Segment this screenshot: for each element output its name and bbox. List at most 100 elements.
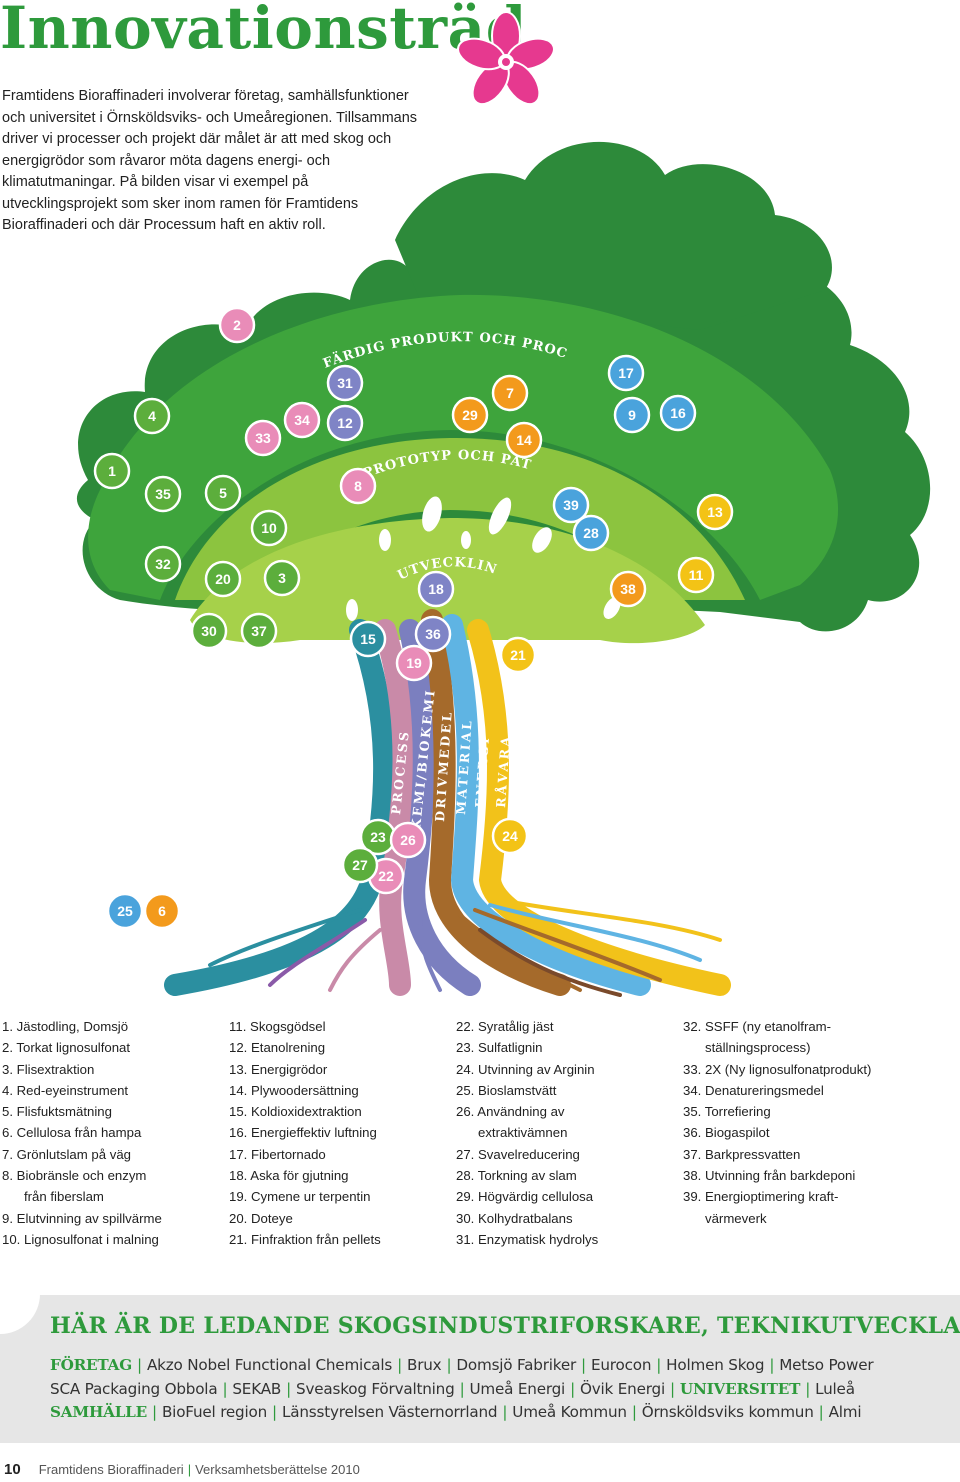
legend-item: 19. Cymene ur terpentin xyxy=(229,1189,371,1205)
bubble-circle xyxy=(389,821,427,859)
bubble-circle xyxy=(133,397,171,435)
legend-item: extraktivämnen xyxy=(478,1125,568,1141)
partner-separator: | xyxy=(656,1356,662,1374)
legend-item: 28. Torkning av slam xyxy=(456,1168,577,1184)
bubble-circle xyxy=(659,394,697,432)
bubble-circle xyxy=(190,612,228,650)
bubble-circle xyxy=(451,396,489,434)
bubble-circle xyxy=(204,474,242,512)
partners-band xyxy=(0,1294,960,1443)
partner-name: Metso Power xyxy=(779,1356,874,1374)
project-bubble: 26 xyxy=(389,821,427,859)
partner-name: Umeå Kommun xyxy=(512,1403,627,1421)
legend-item: 13. Energigrödor xyxy=(229,1061,328,1077)
partner-name: Sveaskog Förvaltning xyxy=(296,1380,455,1398)
bubble-circle xyxy=(244,419,282,457)
legend-item: 5. Flisfuktsmätning xyxy=(2,1104,112,1120)
legend-item: 17. Fibertornado xyxy=(229,1146,326,1162)
project-bubble: 3 xyxy=(263,559,301,597)
bubble-number: 8 xyxy=(354,478,362,494)
footer-publisher: Framtidens Bioraffinaderi xyxy=(38,1462,184,1477)
bubble-number: 18 xyxy=(428,581,444,597)
legend-item: 27. Svavelreducering xyxy=(456,1146,580,1162)
project-bubble: 12 xyxy=(326,404,364,442)
partner-category: SAMHÄLLE xyxy=(50,1403,148,1421)
legend-item: 39. Energioptimering kraft- xyxy=(683,1189,839,1205)
bubble-number: 17 xyxy=(618,365,634,381)
partner-separator: | xyxy=(818,1403,824,1421)
bubble-number: 7 xyxy=(506,385,514,401)
project-bubble: 23 xyxy=(359,818,397,856)
footer-separator: | xyxy=(187,1462,192,1477)
partner-separator: | xyxy=(805,1380,811,1398)
legend-item: 33. 2X (Ny lignosulfonatprodukt) xyxy=(683,1061,872,1077)
bubble-number: 1 xyxy=(108,463,116,479)
legend-item: från fiberslam xyxy=(24,1189,104,1205)
project-bubble: 17 xyxy=(607,354,645,392)
bubble-number: 11 xyxy=(689,567,704,583)
partner-name: SCA Packaging Obbola xyxy=(50,1380,218,1398)
legend-item: ställningsprocess) xyxy=(705,1040,811,1056)
legend-item: 21. Finfraktion från pellets xyxy=(229,1231,381,1247)
project-bubble: 37 xyxy=(240,612,278,650)
legend-item: 8. Biobränsle och enzym xyxy=(2,1168,147,1184)
partners-line: SAMHÄLLE|BioFuel region|Länsstyrelsen Vä… xyxy=(50,1403,862,1421)
project-bubble: 1 xyxy=(93,452,131,490)
legend-item: 7. Grönlutslam på väg xyxy=(2,1146,132,1162)
legend-item: 23. Sulfatlignin xyxy=(456,1040,543,1056)
project-bubble: 30 xyxy=(190,612,228,650)
bubble-circle xyxy=(326,364,364,402)
roots xyxy=(208,898,722,997)
partner-separator: | xyxy=(459,1380,465,1398)
bubble-number: 27 xyxy=(352,857,368,873)
project-bubble: 15 xyxy=(349,620,387,658)
bubble-circle xyxy=(607,354,645,392)
bubble-circle xyxy=(204,560,242,598)
bubble-circle xyxy=(696,493,734,531)
legend-item: 16. Energieffektiv luftning xyxy=(229,1125,377,1141)
project-bubble: 31 xyxy=(326,364,364,402)
project-bubble: 18 xyxy=(417,570,455,608)
legend-item: 29. Högvärdig cellulosa xyxy=(456,1189,594,1205)
partner-separator: | xyxy=(769,1356,775,1374)
bubble-number: 10 xyxy=(261,520,277,536)
legend-item: 20. Doteye xyxy=(229,1210,293,1226)
legend-item: 12. Etanolrening xyxy=(229,1040,326,1056)
legend-column: 32. SSFF (ny etanolfram-ställningsproces… xyxy=(683,1016,871,1229)
project-bubble: 39 xyxy=(552,486,590,524)
project-bubble: 16 xyxy=(659,394,697,432)
bubble-circle xyxy=(395,644,433,682)
project-bubble: 32 xyxy=(144,545,182,583)
project-bubble: 8 xyxy=(339,467,377,505)
legend-item: 36. Biogaspilot xyxy=(683,1125,770,1141)
partners-line: FÖRETAG|Akzo Nobel Functional Chemicals|… xyxy=(50,1356,874,1374)
project-bubble: 21 xyxy=(499,636,537,674)
bubble-number: 26 xyxy=(400,832,416,848)
partner-separator: | xyxy=(502,1403,508,1421)
bubble-circle xyxy=(677,556,715,594)
bubble-circle xyxy=(613,396,651,434)
bubble-number: 20 xyxy=(215,571,231,587)
bubble-number: 14 xyxy=(516,432,532,448)
partner-category: FÖRETAG xyxy=(50,1356,133,1374)
bubble-number: 2 xyxy=(233,317,241,333)
legend-item: 10. Lignosulfonat i malning xyxy=(2,1231,159,1247)
bubble-circle xyxy=(339,467,377,505)
footer-report: Verksamhetsberättelse 2010 xyxy=(195,1462,360,1477)
bubble-circle xyxy=(552,486,590,524)
project-bubble: 6 xyxy=(143,892,181,930)
bubble-circle xyxy=(250,509,288,547)
bubble-number: 32 xyxy=(155,556,171,572)
project-bubble: 38 xyxy=(609,570,647,608)
legend-item: 32. SSFF (ny etanolfram- xyxy=(683,1019,832,1034)
trunk-label: ENERGI xyxy=(472,735,492,808)
partner-separator: | xyxy=(137,1356,142,1374)
bubble-number: 5 xyxy=(219,485,227,501)
partner-separator: | xyxy=(222,1380,228,1398)
bubble-circle xyxy=(609,570,647,608)
legend-item: 4. Red-eyeinstrument xyxy=(2,1082,129,1098)
trunk-label: RÅVARA xyxy=(493,734,513,808)
legend-item: 26. Användning av xyxy=(456,1104,565,1120)
bubble-circle xyxy=(106,892,144,930)
